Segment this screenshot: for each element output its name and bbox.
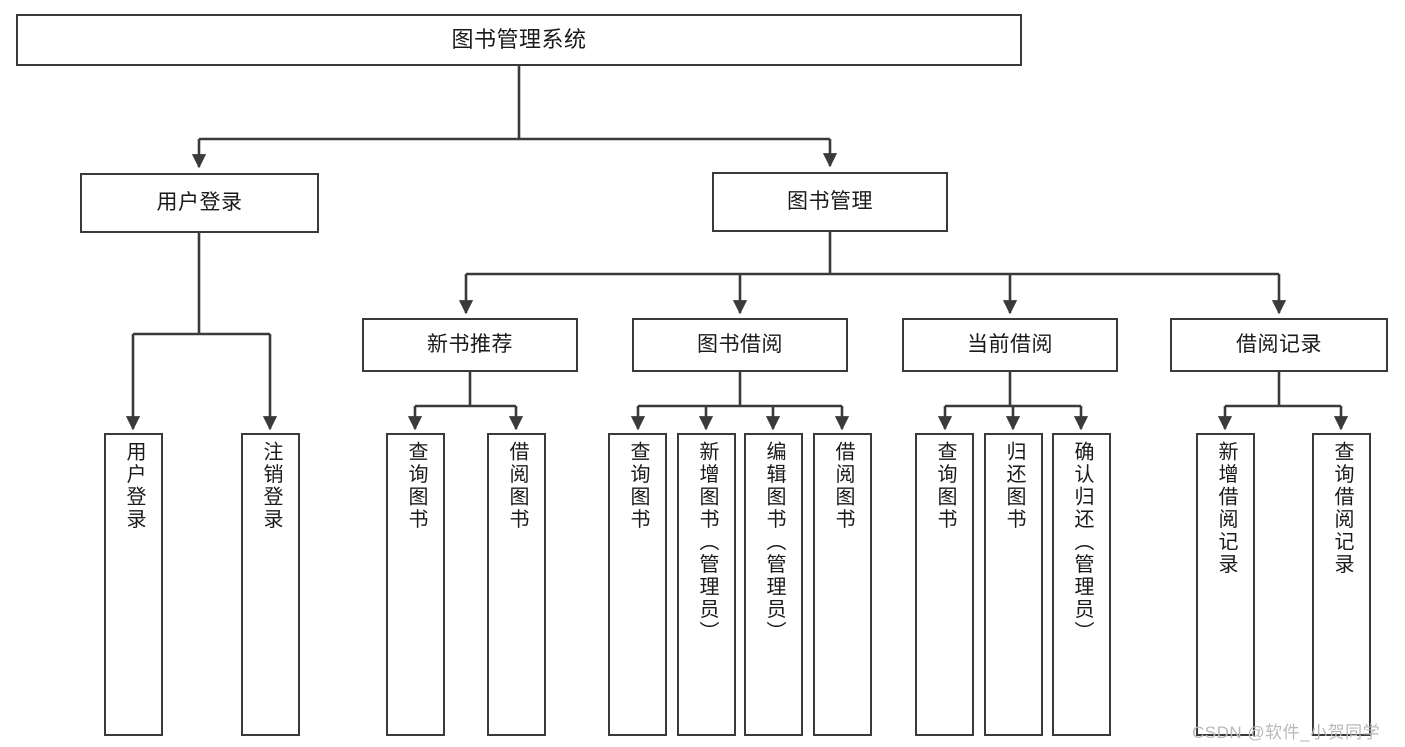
watermark-text: CSDN @软件_小贺同学 bbox=[1192, 723, 1381, 742]
node-label: 查询图书 bbox=[405, 441, 427, 531]
leaf-query-borrow-record[interactable]: 查询借阅记录 bbox=[1312, 433, 1371, 736]
leaf-confirm-return-admin[interactable]: 确认归还（管理员） bbox=[1052, 433, 1111, 736]
node-label: 新书推荐 bbox=[427, 332, 513, 356]
leaf-add-book-admin[interactable]: 新增图书（管理员） bbox=[677, 433, 736, 736]
node-label: 当前借阅 bbox=[967, 332, 1053, 356]
leaf-query-book-recommend[interactable]: 查询图书 bbox=[386, 433, 445, 736]
node-label: 图书管理 bbox=[787, 189, 873, 213]
node-label: 确认归还（管理员） bbox=[1071, 441, 1093, 644]
node-label: 查询借阅记录 bbox=[1331, 441, 1353, 576]
node-root-system[interactable]: 图书管理系统 bbox=[16, 14, 1022, 66]
node-label: 借阅记录 bbox=[1236, 332, 1322, 356]
leaf-user-login[interactable]: 用户登录 bbox=[104, 433, 163, 736]
node-label: 借阅图书 bbox=[506, 441, 528, 531]
node-book-management[interactable]: 图书管理 bbox=[712, 172, 948, 232]
node-label: 用户登录 bbox=[123, 441, 145, 531]
node-label: 编辑图书（管理员） bbox=[763, 441, 785, 644]
node-label: 归还图书 bbox=[1003, 441, 1025, 531]
node-label: 图书借阅 bbox=[697, 332, 783, 356]
leaf-query-book-current[interactable]: 查询图书 bbox=[915, 433, 974, 736]
leaf-query-book-borrow[interactable]: 查询图书 bbox=[608, 433, 667, 736]
leaf-logout[interactable]: 注销登录 bbox=[241, 433, 300, 736]
leaf-return-book[interactable]: 归还图书 bbox=[984, 433, 1043, 736]
node-label: 图书管理系统 bbox=[451, 27, 587, 53]
leaf-borrow-book[interactable]: 借阅图书 bbox=[813, 433, 872, 736]
leaf-borrow-book-recommend[interactable]: 借阅图书 bbox=[487, 433, 546, 736]
node-new-book-recommend[interactable]: 新书推荐 bbox=[362, 318, 578, 372]
node-label: 用户登录 bbox=[156, 190, 243, 214]
node-label: 新增图书（管理员） bbox=[696, 441, 718, 644]
node-label: 借阅图书 bbox=[832, 441, 854, 531]
leaf-add-borrow-record[interactable]: 新增借阅记录 bbox=[1196, 433, 1255, 736]
node-label: 注销登录 bbox=[260, 441, 282, 531]
node-borrow-record[interactable]: 借阅记录 bbox=[1170, 318, 1388, 372]
leaf-edit-book-admin[interactable]: 编辑图书（管理员） bbox=[744, 433, 803, 736]
node-label: 查询图书 bbox=[627, 441, 649, 531]
node-label: 新增借阅记录 bbox=[1215, 441, 1237, 576]
node-user-login[interactable]: 用户登录 bbox=[80, 173, 319, 233]
node-book-borrow[interactable]: 图书借阅 bbox=[632, 318, 848, 372]
node-label: 查询图书 bbox=[934, 441, 956, 531]
node-current-borrow[interactable]: 当前借阅 bbox=[902, 318, 1118, 372]
